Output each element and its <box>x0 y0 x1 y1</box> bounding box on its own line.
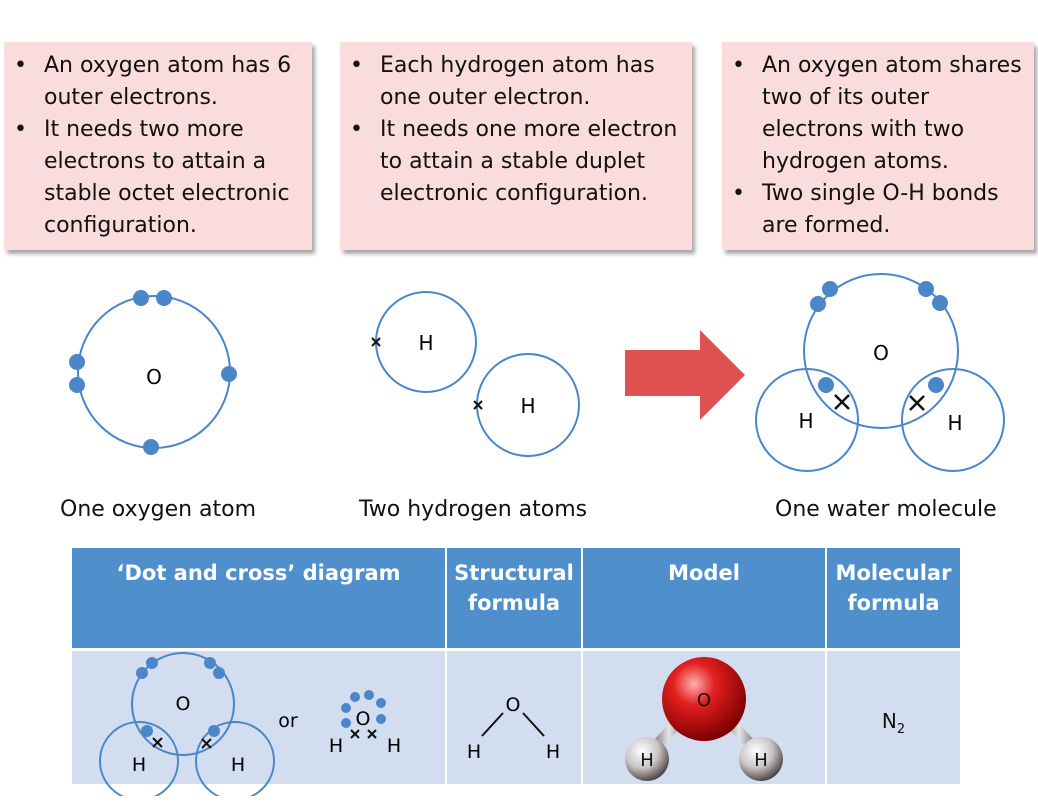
cross-electron <box>473 400 483 410</box>
caption-oxygen-atom: One oxygen atom <box>60 497 257 522</box>
header-model: Model <box>582 548 827 651</box>
electron-dot <box>822 281 838 297</box>
hydrogen-shell <box>755 368 859 472</box>
cell-model: O H H <box>582 649 827 784</box>
table-row: O H H or O H H <box>72 649 960 796</box>
cross-electron <box>201 738 212 749</box>
header-dot-cross: ‘Dot and cross’ diagram <box>72 548 447 651</box>
bullet: An oxygen atom has 6 outer electrons. <box>12 50 302 114</box>
bullet: Each hydrogen atom has one outer electro… <box>348 50 682 114</box>
hydrogen-symbol: H <box>329 735 343 757</box>
oxygen-symbol: O <box>146 365 162 389</box>
single-bond <box>522 712 545 737</box>
oxygen-ball <box>662 657 746 741</box>
hydrogen-symbol: H <box>947 411 962 435</box>
water-molecule: O H H <box>755 273 1005 472</box>
electron-dot <box>918 281 934 297</box>
hydrogen-symbol: H <box>798 409 813 433</box>
hydrogen-symbol: H <box>132 754 146 776</box>
or-text: or <box>278 710 298 732</box>
cross-electron <box>350 729 360 739</box>
electron-dot <box>350 692 360 702</box>
hydrogen-shell <box>901 368 1005 472</box>
bullet: Two single O-H bonds are formed. <box>730 178 1024 242</box>
hydrogen-ball <box>739 737 783 781</box>
electron-dot <box>146 657 158 669</box>
electron-dot <box>133 290 149 306</box>
hydrogen-shell <box>195 721 275 796</box>
electron-dot <box>376 698 386 708</box>
info-box-oxygen: An oxygen atom has 6 outer electrons. It… <box>4 42 312 250</box>
cross-electron <box>152 737 163 748</box>
cross-electron <box>834 394 850 410</box>
oxygen-symbol: O <box>356 708 371 730</box>
electron-dot <box>341 703 351 713</box>
hydrogen-symbol: H <box>467 741 481 763</box>
electron-dot <box>928 377 944 393</box>
dot-cross-diagram: O H H or O H H <box>99 652 401 796</box>
caption-hydrogen-atoms: Two hydrogen atoms <box>359 497 588 522</box>
electron-dot <box>143 439 159 455</box>
oxygen-shell <box>131 652 235 756</box>
header-structural-formula: Structural formula <box>446 548 583 651</box>
molecular-formula: N2 <box>881 709 906 737</box>
oxygen-symbol: O <box>697 690 711 711</box>
hydrogen-ball <box>625 737 669 781</box>
structural-formula: O H H <box>467 694 560 763</box>
hydrogen-symbol: H <box>520 394 535 418</box>
electron-dot <box>376 714 386 724</box>
electron-dot <box>213 667 225 679</box>
cross-electron <box>371 337 381 347</box>
electron-dot <box>810 296 826 312</box>
electron-dot <box>136 667 148 679</box>
bullet: It needs two more electrons to attain a … <box>12 114 302 242</box>
electron-dot <box>208 725 220 737</box>
electron-dot <box>341 718 351 728</box>
cross-electron <box>367 729 377 739</box>
electron-dot <box>818 377 834 393</box>
electron-dot <box>69 377 85 393</box>
cell-structural-formula: O H H <box>446 649 583 784</box>
caption-water-molecule: One water molecule <box>775 497 997 522</box>
hydrogen-symbol: H <box>754 750 768 771</box>
cross-electron <box>909 395 925 411</box>
oxygen-shell <box>803 273 959 429</box>
electron-dot <box>69 354 85 370</box>
hydrogen-atoms: H H <box>371 291 580 457</box>
single-bond <box>481 712 504 737</box>
oxygen-symbol: O <box>506 694 521 716</box>
electron-dot <box>364 690 374 700</box>
oxygen-symbol: O <box>873 341 889 365</box>
bonding-diagram: O H H O H H <box>69 273 1005 472</box>
electron-dot <box>141 725 153 737</box>
hydrogen-symbol: H <box>387 735 401 757</box>
info-box-hydrogen: Each hydrogen atom has one outer electro… <box>340 42 692 250</box>
electron-dot <box>221 366 237 382</box>
hydrogen-symbol: H <box>546 741 560 763</box>
oxygen-symbol: O <box>176 693 191 715</box>
electron-dot <box>156 290 172 306</box>
table-header-row: ‘Dot and cross’ diagram Structural formu… <box>72 548 960 651</box>
info-box-water: An oxygen atom shares two of its outer e… <box>722 42 1034 250</box>
summary-table: ‘Dot and cross’ diagram Structural formu… <box>72 548 960 796</box>
cell-dot-cross: O H H or O H H <box>72 649 447 796</box>
hydrogen-symbol: H <box>231 754 245 776</box>
bullet: It needs one more electron to attain a s… <box>348 114 682 210</box>
oxygen-atom: O <box>69 290 237 455</box>
ball-and-stick-model: O H H <box>625 657 783 781</box>
reaction-arrow <box>625 330 745 420</box>
hydrogen-shell <box>99 721 179 796</box>
electron-dot <box>932 295 948 311</box>
electron-dot <box>204 657 216 669</box>
header-molecular-formula: Molecular formula <box>826 548 960 651</box>
cell-molecular-formula: N2 <box>826 649 960 784</box>
hydrogen-symbol: H <box>640 750 654 771</box>
hydrogen-symbol: H <box>418 331 433 355</box>
bullet: An oxygen atom shares two of its outer e… <box>730 50 1024 178</box>
